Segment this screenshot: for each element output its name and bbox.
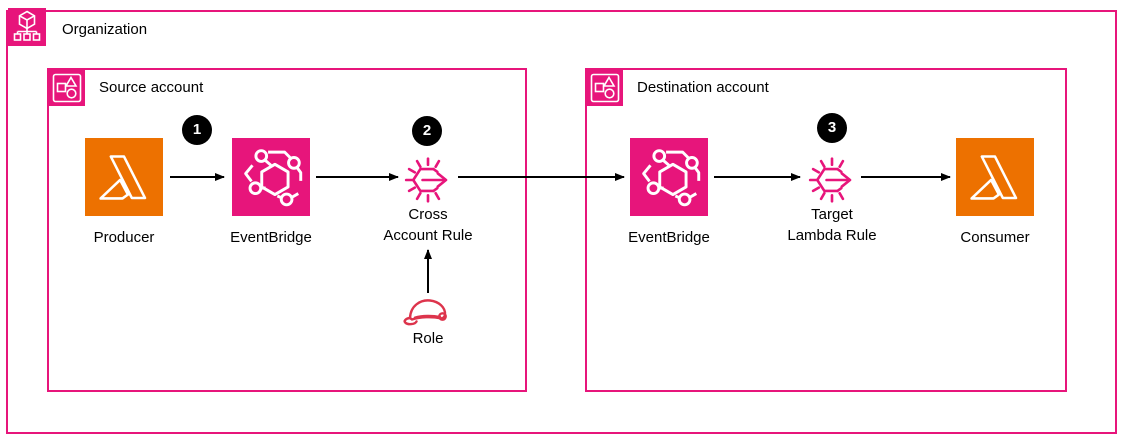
organization-boundary-box	[6, 10, 1117, 434]
lambda-icon	[85, 138, 163, 216]
destination-account-label: Destination account	[637, 79, 769, 96]
consumer-label: Consumer	[960, 229, 1030, 246]
step-badge-3: 3	[817, 113, 847, 143]
iam-role-icon	[402, 295, 454, 329]
target-lambda-rule-label-line2: Lambda Rule	[787, 227, 877, 244]
target-lambda-rule-label: Target Lambda Rule	[752, 204, 912, 246]
destination-account-icon	[587, 70, 623, 106]
source-account-boundary-box	[47, 68, 527, 392]
eventbridge-icon	[630, 138, 708, 216]
eventbridge-rule-icon	[404, 156, 452, 204]
cross-account-rule-label: Cross Account Rule	[348, 204, 508, 246]
organization-label: Organization	[62, 21, 148, 38]
organizations-icon	[8, 8, 46, 46]
step-badge-2: 2	[412, 116, 442, 146]
eventbridge-rule-icon	[808, 156, 856, 204]
lambda-icon	[956, 138, 1034, 216]
role-label: Role	[412, 330, 444, 347]
cross-account-rule-label-line2: Account Rule	[383, 227, 473, 244]
source-account-icon	[49, 70, 85, 106]
eventbridge-destination-label: EventBridge	[628, 229, 710, 246]
step-badge-1: 1	[182, 115, 212, 145]
cross-account-rule-label-line1: Cross	[408, 206, 448, 223]
sunburst-rays	[404, 157, 441, 203]
sunburst-rays	[808, 157, 845, 203]
target-lambda-rule-label-line1: Target	[811, 206, 853, 223]
eventbridge-source-label: EventBridge	[230, 229, 312, 246]
destination-account-boundary-box	[585, 68, 1067, 392]
source-account-label: Source account	[99, 79, 204, 96]
eventbridge-icon	[232, 138, 310, 216]
producer-label: Producer	[93, 229, 155, 246]
